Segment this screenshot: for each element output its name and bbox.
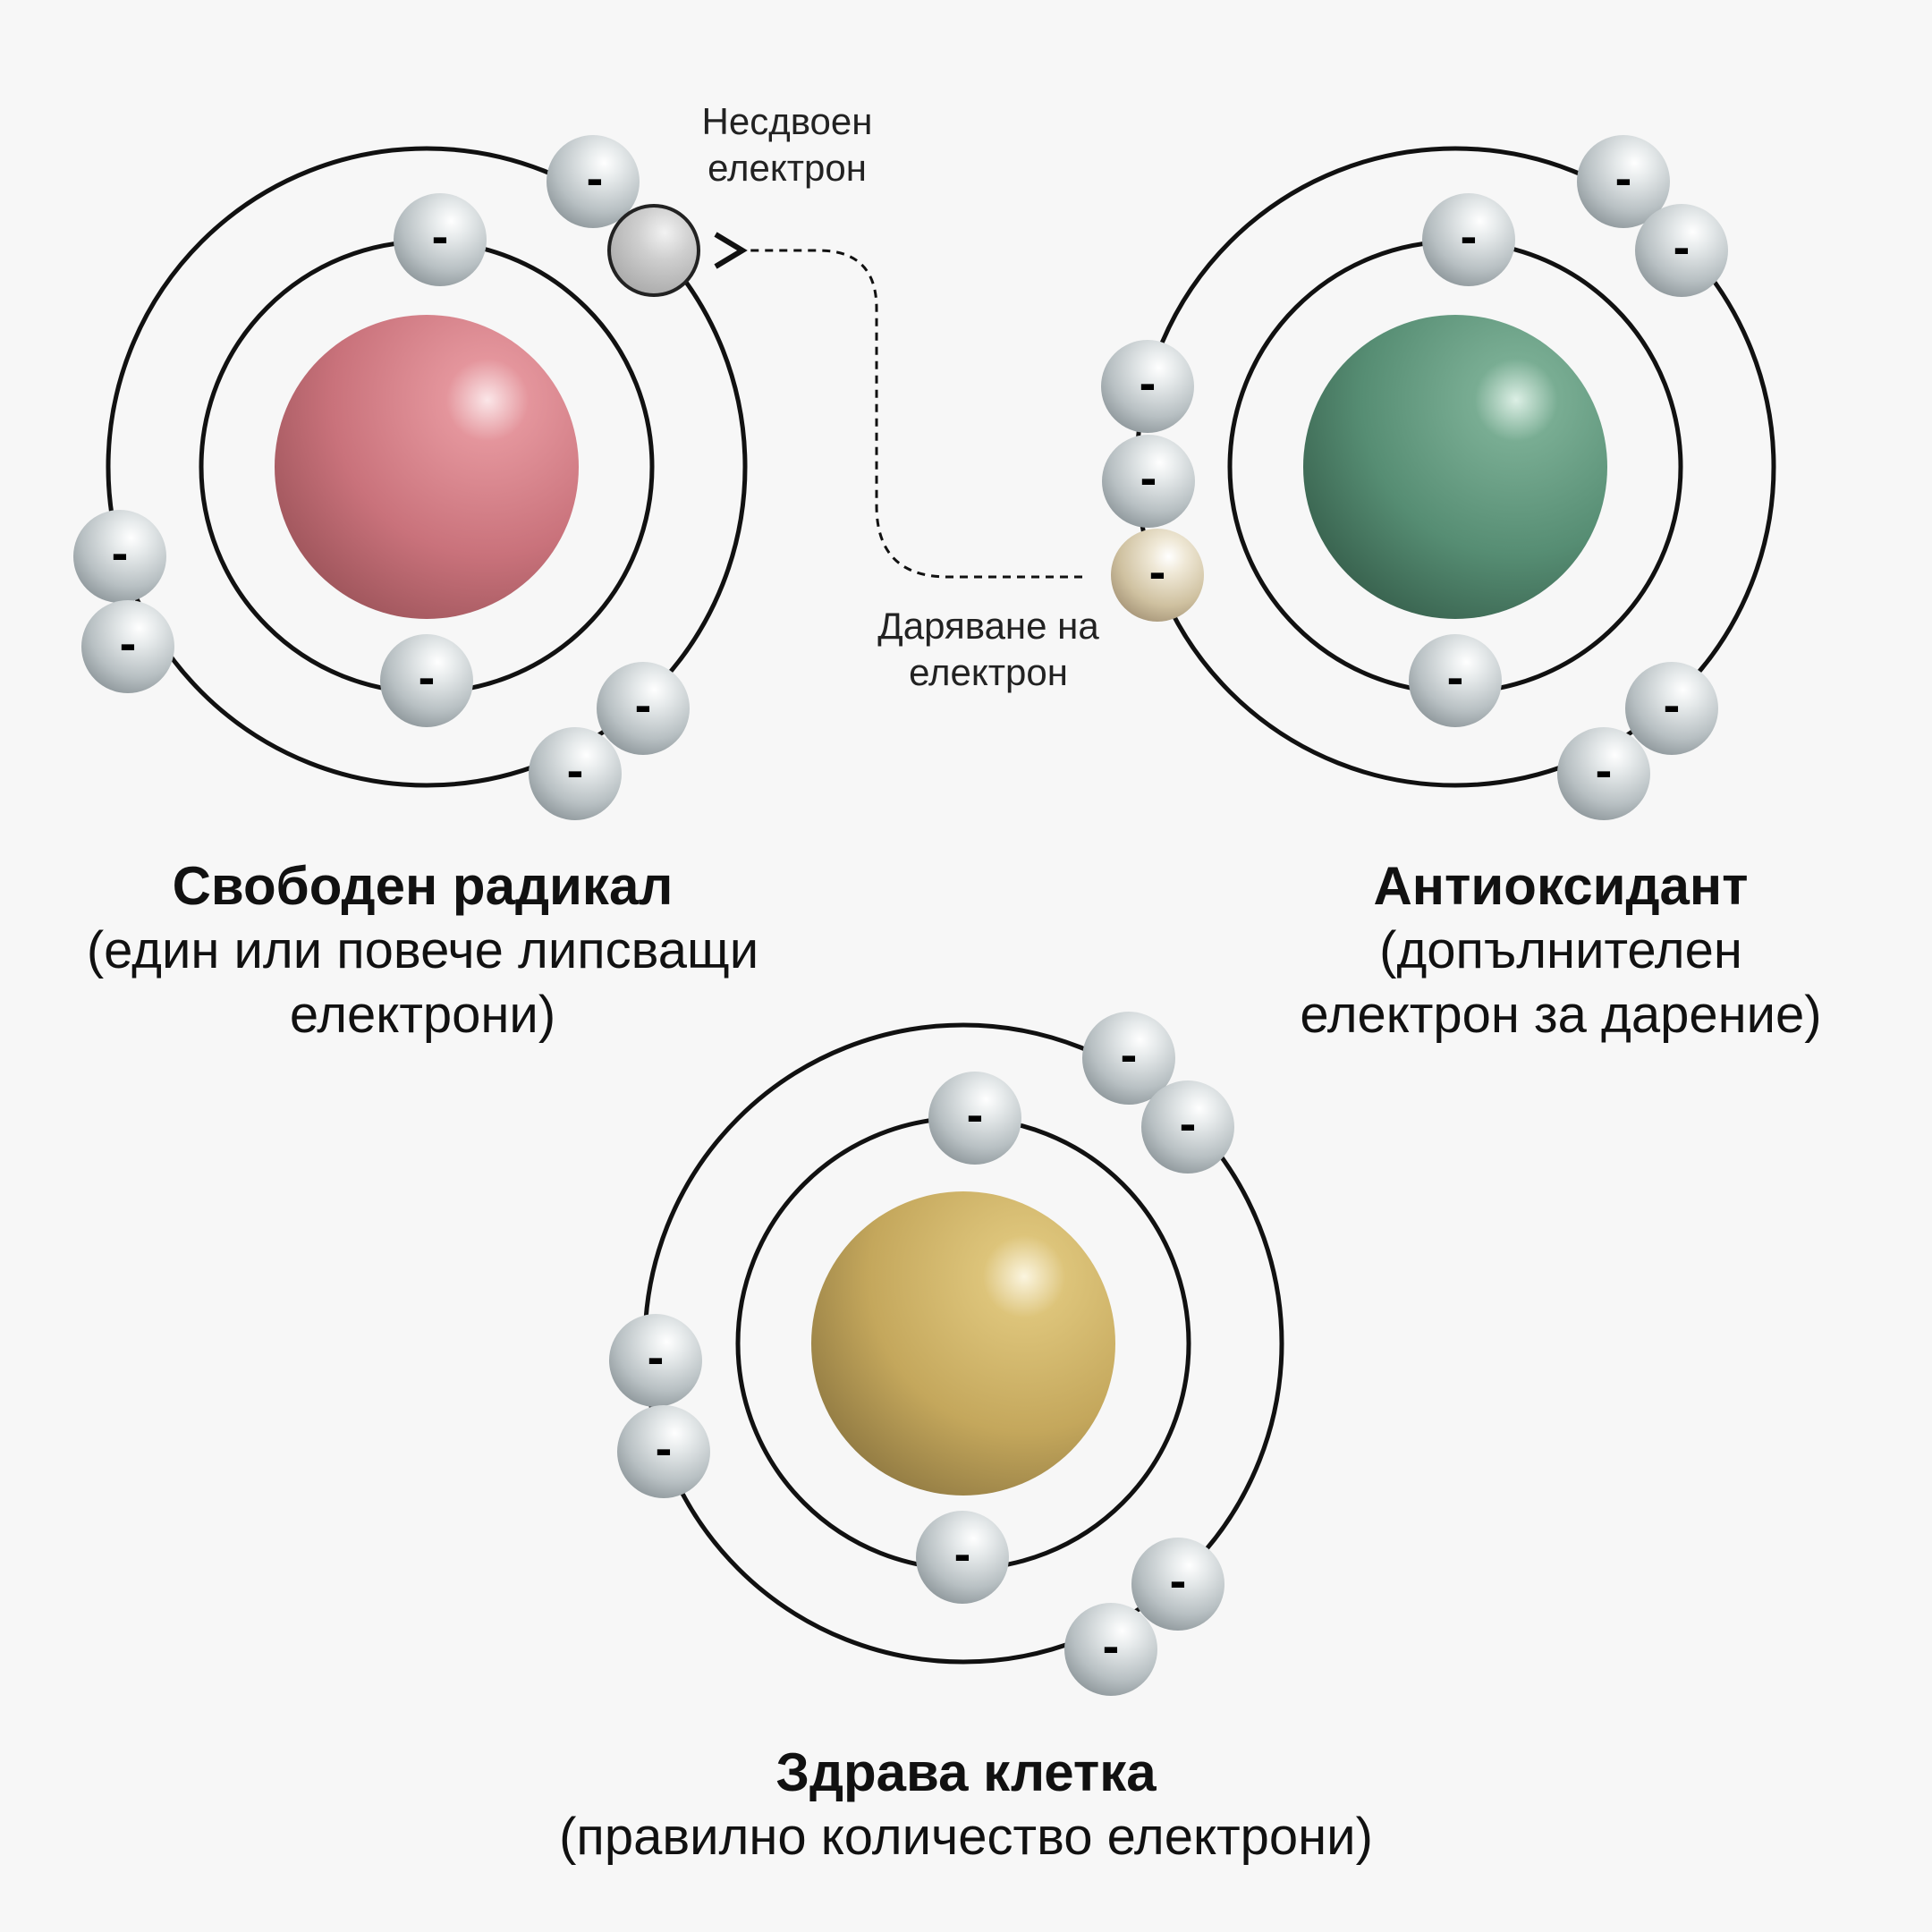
antioxidant-title: Антиоксидант	[1373, 856, 1749, 916]
svg-text:-: -	[635, 676, 652, 733]
svg-text:-: -	[587, 149, 604, 206]
electron: -	[609, 1314, 702, 1407]
nucleus-green	[1303, 315, 1607, 619]
svg-text:-: -	[112, 524, 129, 580]
unpaired-electron-label: Несдвоен електрон	[701, 100, 873, 189]
svg-text:-: -	[656, 1419, 673, 1476]
antioxidant-subtitle: (допълнителен електрон за дарение)	[1300, 921, 1822, 1044]
outer-orbit	[106, 146, 748, 788]
svg-text:-: -	[954, 1525, 971, 1581]
svg-text:-: -	[1170, 1552, 1187, 1608]
nucleus-yellow	[811, 1191, 1115, 1496]
electron: -	[1064, 1603, 1157, 1696]
electron: -	[597, 662, 690, 755]
healthy-cell-caption: Здрава клетка (правилно количество елект…	[429, 1741, 1503, 1869]
svg-text:-: -	[1149, 543, 1166, 599]
healthy-cell-title: Здрава клетка	[775, 1742, 1157, 1802]
free-radical-subtitle: (един или повече липсващи електрони)	[86, 921, 759, 1044]
electron: -	[380, 634, 473, 727]
svg-text:-: -	[120, 614, 137, 671]
free-radical-title: Свободен радикал	[172, 856, 674, 916]
electron: -	[1102, 435, 1195, 528]
svg-text:-: -	[648, 1328, 665, 1385]
svg-text:-: -	[1615, 149, 1632, 206]
electron: -	[547, 135, 640, 228]
electron: -	[1082, 1012, 1175, 1105]
electron: -	[394, 193, 487, 286]
free-radical-atom: - - - - - - -	[73, 135, 748, 820]
antioxidant-atom: - - - - - - - - -	[1101, 135, 1776, 820]
svg-text:-: -	[432, 208, 449, 264]
electron: -	[1409, 634, 1502, 727]
electron: -	[1422, 193, 1515, 286]
svg-text:-: -	[1596, 741, 1613, 798]
donated-electron: -	[1111, 529, 1204, 622]
svg-text:-: -	[1447, 648, 1464, 705]
svg-text:-: -	[1140, 449, 1157, 505]
svg-text:-: -	[1140, 354, 1157, 411]
free-radical-caption: Свободен радикал (един или повече липсва…	[0, 854, 845, 1047]
antioxidant-caption: Антиоксидант (допълнителен електрон за д…	[1216, 854, 1905, 1047]
electron: -	[1635, 204, 1728, 297]
svg-text:-: -	[1103, 1617, 1120, 1674]
electron: -	[73, 510, 166, 603]
svg-text:-: -	[1674, 218, 1690, 275]
svg-text:-: -	[1461, 208, 1478, 264]
electron: -	[529, 727, 622, 820]
electron: -	[617, 1405, 710, 1498]
electron-donation-label: Даряване на електрон	[877, 605, 1099, 693]
electron: -	[1625, 662, 1718, 755]
electron: -	[916, 1511, 1009, 1604]
unpaired-electron	[607, 204, 700, 297]
svg-text:-: -	[1121, 1026, 1138, 1082]
electron: -	[1101, 340, 1194, 433]
electron: -	[81, 600, 174, 693]
healthy-cell-atom: - - - - - - - -	[609, 1012, 1284, 1696]
electron: -	[1557, 727, 1650, 820]
svg-text:-: -	[967, 1086, 984, 1142]
donation-arrow	[714, 232, 1082, 579]
nucleus-red	[275, 315, 579, 619]
svg-text:-: -	[1664, 676, 1681, 733]
electron: -	[1131, 1538, 1224, 1631]
svg-text:-: -	[567, 741, 584, 798]
healthy-cell-subtitle: (правилно количество електрони)	[559, 1808, 1373, 1866]
electron: -	[928, 1072, 1021, 1165]
electron: -	[1141, 1080, 1234, 1174]
svg-text:-: -	[419, 648, 436, 705]
electron: -	[1577, 135, 1670, 228]
svg-text:-: -	[1180, 1095, 1197, 1151]
